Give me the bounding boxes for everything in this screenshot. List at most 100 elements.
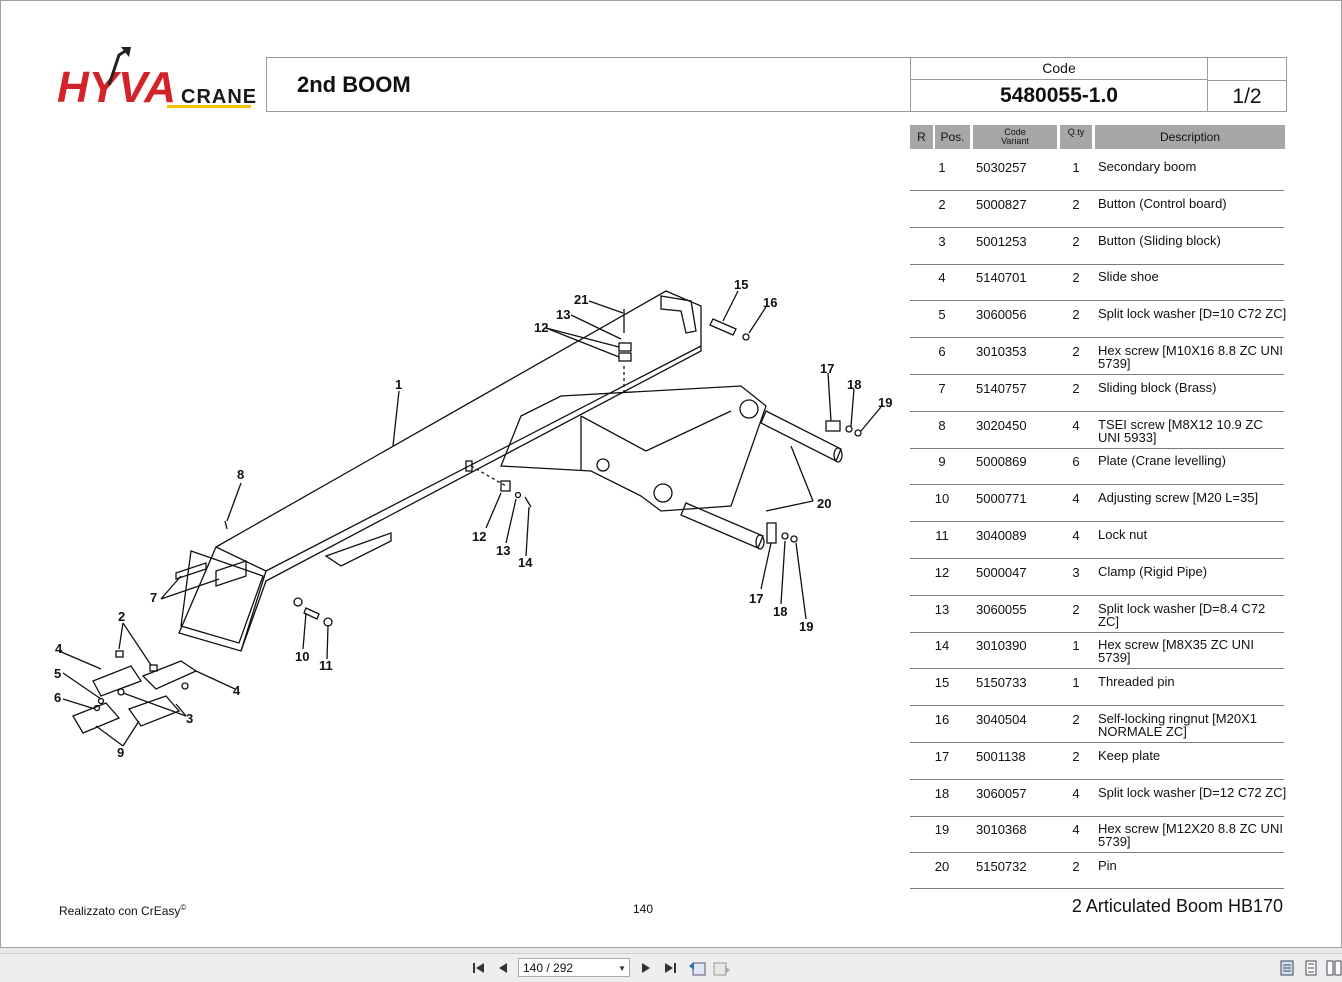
title-box: 2nd BOOM [266, 57, 911, 112]
part-code: 5000771 [976, 491, 1027, 507]
callout-2: 2 [118, 609, 125, 624]
callout-11: 11 [319, 658, 333, 673]
part-position: 19 [934, 822, 950, 838]
callout-4a: 4 [55, 641, 63, 656]
footer-page-number: 140 [633, 902, 654, 916]
callout-17b: 17 [749, 591, 763, 606]
callout-6: 6 [54, 690, 61, 705]
callout-7: 7 [150, 590, 157, 605]
part-position: 5 [938, 307, 946, 323]
part-description: Threaded pin [1098, 674, 1175, 690]
footer-credit-mark: © [180, 903, 187, 912]
part-position: 10 [934, 491, 950, 507]
part-quantity: 4 [1072, 822, 1080, 838]
part-code: 5000827 [976, 196, 1027, 212]
col-header-code-variant: Code Variant [973, 125, 1057, 149]
part-quantity: 3 [1072, 564, 1080, 580]
part-code: 3010390 [976, 638, 1027, 654]
part-description: Hex screw [M10X16 8.8 ZC UNI 5739] [1098, 343, 1283, 371]
part-position: 9 [938, 454, 946, 470]
callout-14: 14 [518, 555, 533, 570]
part-description: Split lock washer [D=10 C72 ZC] [1098, 306, 1287, 322]
page-indicator: 140 / 292 [523, 961, 574, 975]
part-position: 18 [934, 785, 950, 801]
part-quantity: 1 [1072, 675, 1080, 691]
part-position: 2 [938, 196, 946, 212]
part-quantity: 1 [1072, 638, 1080, 654]
next-view-icon[interactable] [712, 958, 732, 978]
part-code: 5140701 [976, 270, 1027, 286]
part-description: Pin [1098, 858, 1117, 874]
prev-page-icon[interactable] [493, 958, 513, 978]
part-code: 3010368 [976, 822, 1027, 838]
prev-view-icon[interactable] [687, 958, 707, 978]
part-description: TSEI screw [M8X12 10.9 ZC UNI 5933] [1098, 416, 1263, 445]
part-quantity: 6 [1072, 454, 1080, 470]
callout-10: 10 [295, 649, 309, 664]
part-description: Split lock washer [D=12 C72 ZC] [1098, 784, 1287, 800]
code-box: Code 5480055-1.0 1/2 [910, 57, 1287, 112]
part-description: Clamp (Rigid Pipe) [1098, 563, 1208, 579]
sheet-fraction: 1/2 [1208, 80, 1286, 112]
part-description: Self-locking ringnut [M20X1 NORMALE ZC] [1098, 711, 1257, 739]
callout-1: 1 [395, 377, 402, 392]
single-page-icon[interactable] [1277, 958, 1297, 978]
table-bottom-rule [910, 888, 1284, 889]
part-position: 1 [938, 160, 946, 175]
table-row: 15 5150733 1 Threaded pin [910, 668, 1284, 707]
page-number-select[interactable]: 140 / 292 ▼ [518, 958, 630, 977]
part-description: Keep plate [1098, 747, 1161, 763]
page-title: 2nd BOOM [297, 72, 411, 97]
part-code: 5150733 [976, 675, 1027, 691]
part-description: Hex screw [M12X20 8.8 ZC UNI 5739] [1098, 821, 1283, 850]
part-quantity: 2 [1072, 307, 1080, 323]
callout-19a: 19 [878, 395, 892, 410]
part-quantity: 4 [1072, 491, 1080, 507]
part-description: Button (Sliding block) [1098, 232, 1221, 248]
first-page-icon[interactable] [469, 958, 489, 978]
part-description: Plate (Crane levelling) [1098, 453, 1226, 469]
part-quantity: 1 [1072, 160, 1080, 175]
part-code: 3060055 [976, 601, 1027, 617]
part-description: Sliding block (Brass) [1098, 379, 1217, 395]
footer-credit-text: Realizzato con CrEasy [59, 904, 181, 918]
footer-credit: Realizzato con CrEasy© [59, 903, 186, 918]
part-code: 3040504 [976, 712, 1027, 727]
facing-icon[interactable] [1324, 958, 1342, 978]
part-quantity: 2 [1072, 748, 1080, 764]
part-code: 3020450 [976, 417, 1027, 433]
part-position: 17 [934, 748, 950, 764]
part-description: Lock nut [1098, 527, 1148, 542]
last-page-icon[interactable] [660, 958, 680, 978]
next-page-icon[interactable] [636, 958, 656, 978]
callout-12b: 12 [472, 529, 486, 544]
col-header-r: R [910, 125, 933, 149]
callout-13a: 13 [556, 307, 570, 322]
part-quantity: 2 [1072, 233, 1080, 249]
footer-manual-title: 2 Articulated Boom HB170 [1071, 896, 1283, 916]
part-code: 5001253 [976, 233, 1027, 249]
part-code: 5000047 [976, 564, 1027, 580]
part-description: Button (Control board) [1098, 195, 1227, 211]
continuous-icon[interactable] [1301, 958, 1321, 978]
logo-hyva-text: HYVA [57, 63, 176, 111]
part-position: 4 [938, 270, 946, 286]
callout-13b: 13 [496, 543, 510, 558]
part-quantity: 2 [1072, 380, 1080, 396]
part-position: 16 [934, 712, 950, 727]
col-header-qty: Q.ty [1060, 125, 1092, 149]
col-header-pos: Pos. [935, 125, 970, 149]
part-position: 12 [934, 564, 950, 580]
part-quantity: 2 [1072, 859, 1080, 875]
part-code: 3060057 [976, 785, 1027, 801]
part-quantity: 2 [1072, 344, 1080, 359]
part-position: 15 [934, 675, 950, 691]
part-position: 20 [934, 859, 950, 875]
